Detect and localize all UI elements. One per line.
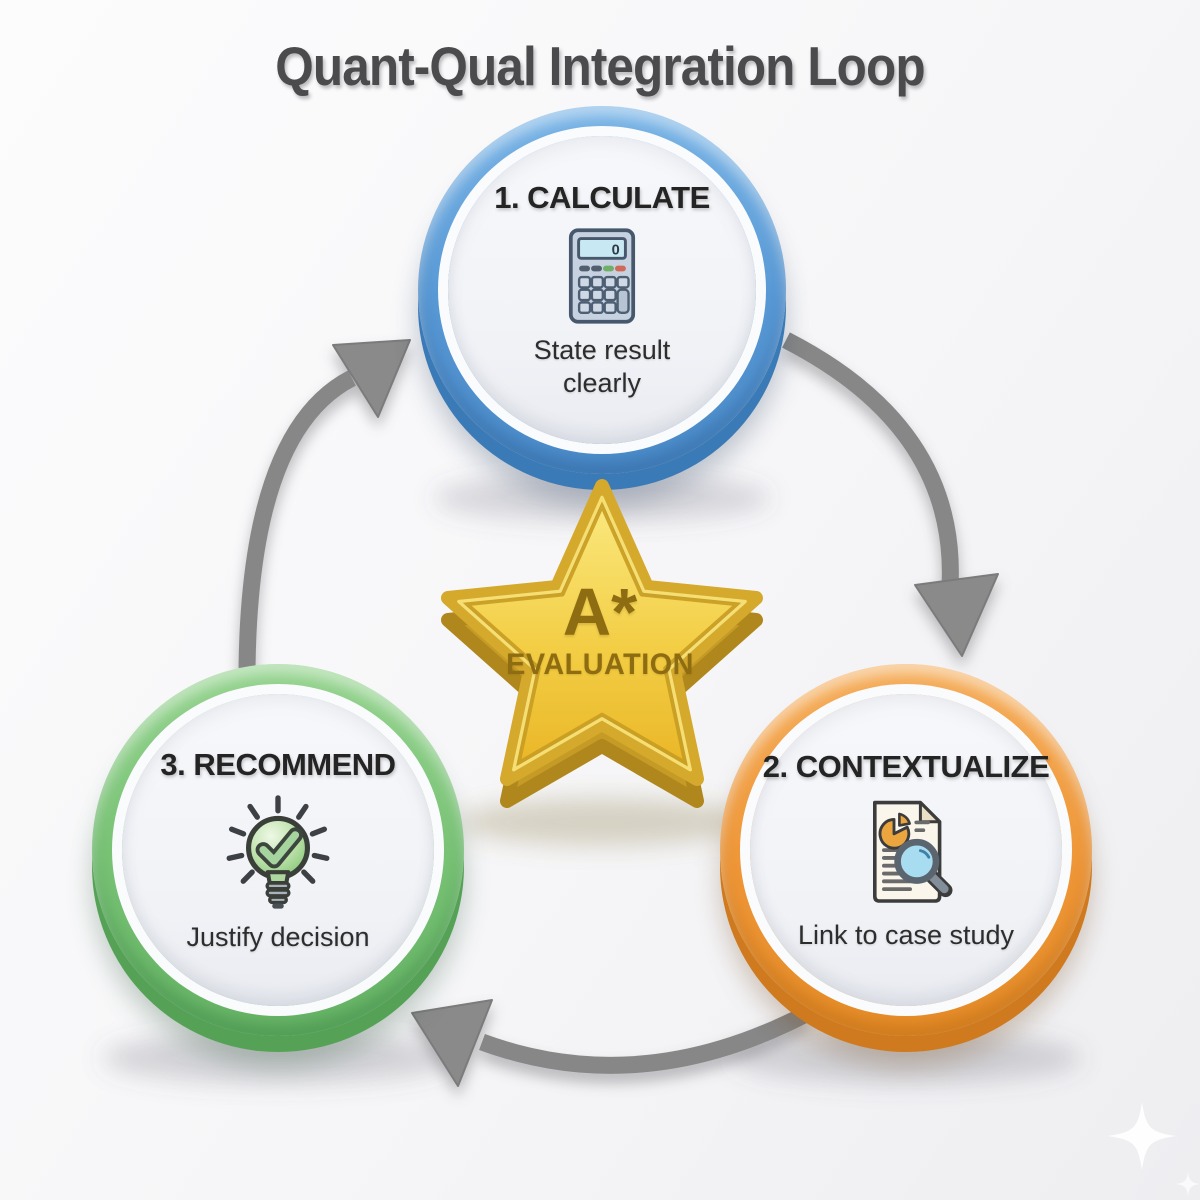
report-magnifier-icon: [873, 800, 953, 903]
node-recommend-description: Justify decision: [186, 921, 370, 952]
node-recommend-face: 3. RECOMMEND: [122, 694, 434, 1006]
node-calculate-description: State result clearly: [533, 335, 671, 398]
lightbulb-check-icon: [226, 794, 330, 909]
arrow-calculate-to-contextualize: [782, 332, 999, 657]
node-contextualize: 2. CONTEXTUALIZE: [720, 664, 1092, 1036]
node-contextualize-title: 2. CONTEXTUALIZE: [762, 748, 1050, 784]
node-calculate: 1. CALCULATE 0 State result: [418, 106, 786, 474]
node-contextualize-description: Link to case study: [797, 919, 1015, 950]
star-grade: A*: [562, 575, 638, 650]
node-calculate-title: 1. CALCULATE: [494, 180, 710, 216]
calculator-display: 0: [612, 243, 620, 259]
page-title: Quant-Qual Integration Loop: [275, 35, 925, 97]
star-label: EVALUATION: [506, 648, 694, 681]
node-recommend: 3. RECOMMEND: [92, 664, 464, 1036]
node-contextualize-face: 2. CONTEXTUALIZE: [750, 694, 1062, 1006]
arrow-recommend-to-calculate: [238, 339, 411, 669]
calculator-icon: 0: [568, 228, 636, 324]
node-recommend-title: 3. RECOMMEND: [160, 746, 396, 782]
arrow-contextualize-to-recommend: [411, 999, 810, 1087]
node-calculate-face: 1. CALCULATE 0 State result: [448, 136, 756, 444]
